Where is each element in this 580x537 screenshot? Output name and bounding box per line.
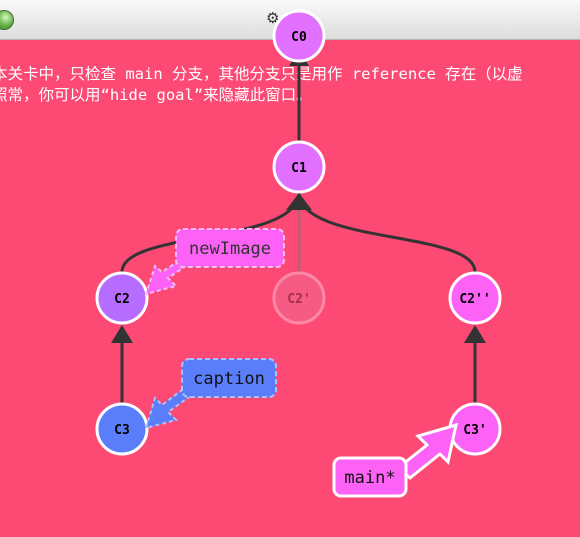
commit-c2-prime[interactable]: C2' — [272, 271, 326, 325]
commit-c2-double-prime-label: C2'' — [459, 292, 490, 307]
commit-c0[interactable]: C0 — [272, 9, 326, 63]
commit-c1[interactable]: C1 — [272, 140, 326, 194]
commit-c2-label: C2 — [114, 292, 130, 307]
description-line-1: 本关卡中，只检查 main 分支，其他分支只是用作 reference 存在（以… — [0, 65, 523, 83]
branch-newimage[interactable]: newImage — [144, 228, 285, 296]
arrowhead-c2 — [111, 325, 133, 343]
branch-main[interactable]: main* — [332, 422, 458, 498]
commit-c3-prime-label: C3' — [463, 423, 486, 438]
arrowhead-c1 — [286, 193, 312, 210]
commit-c0-label: C0 — [291, 30, 307, 45]
commit-c1-label: C1 — [291, 161, 307, 176]
commit-c2-prime-label: C2' — [287, 292, 310, 307]
commit-c3-label: C3 — [114, 423, 130, 438]
goal-description: 本关卡中，只检查 main 分支，其他分支只是用作 reference 存在（以… — [0, 64, 580, 106]
window-control-button[interactable] — [0, 10, 14, 30]
gear-icon: ⚙ — [266, 9, 280, 27]
branch-main-label: main* — [344, 468, 395, 488]
branch-newimage-label: newImage — [189, 239, 271, 259]
arrowhead-c2pp — [464, 325, 486, 343]
branch-caption-label: caption — [193, 369, 265, 389]
commit-c2-double-prime[interactable]: C2'' — [448, 271, 502, 325]
branch-main-arrow — [395, 422, 458, 480]
branch-caption[interactable]: caption — [144, 358, 277, 430]
description-line-2: 照常，你可以用“hide goal”来隐藏此窗口。 — [0, 86, 312, 104]
commit-c2[interactable]: C2 — [95, 271, 149, 325]
commit-c3[interactable]: C3 — [95, 402, 149, 456]
edge-c2pp-c1 — [297, 191, 477, 273]
commit-c3-prime[interactable]: C3' — [448, 402, 502, 456]
